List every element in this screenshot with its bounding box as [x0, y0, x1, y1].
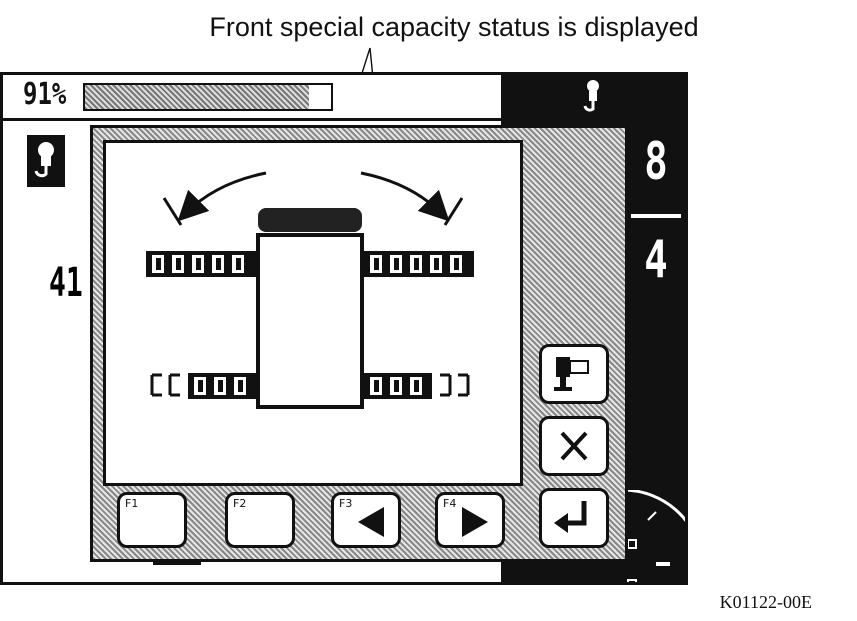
- enter-icon: [554, 501, 587, 533]
- monitor-screen: 91% 41 8 4: [0, 72, 688, 585]
- f4-key-label: F4: [443, 497, 457, 510]
- capacity-status-panel: [103, 140, 523, 486]
- left-swing-arrow: [177, 171, 267, 222]
- f2-key-label: F2: [233, 497, 247, 510]
- tab-number-lower: 4: [644, 230, 668, 290]
- outrigger-front-right: [364, 251, 474, 277]
- f3-key[interactable]: F3: [331, 492, 401, 548]
- arrow-left-icon: [358, 507, 384, 537]
- front-special-capacity-indicator: [258, 208, 362, 232]
- f1-key-label: F1: [125, 497, 139, 510]
- close-button[interactable]: [539, 416, 609, 476]
- tab-number-box: 8 4: [628, 117, 684, 317]
- main-hook-icon: [27, 135, 65, 187]
- outrigger-front-left: [146, 251, 256, 277]
- outrigger-rear-right: [364, 373, 470, 399]
- load-ratio-fill: [85, 85, 309, 109]
- angle-gauge: [622, 490, 685, 582]
- crane-outrigger-diagram: [146, 171, 474, 409]
- load-ratio-bar: [83, 83, 333, 111]
- enter-button[interactable]: [539, 488, 609, 548]
- f2-key[interactable]: F2: [225, 492, 295, 548]
- outrigger-rear-left: [150, 373, 256, 399]
- f4-key[interactable]: F4: [435, 492, 505, 548]
- annotation-caption: Front special capacity status is display…: [209, 12, 699, 42]
- special-capacity-dialog: F1 F2 F3 F4: [90, 125, 628, 562]
- hook-icon: [583, 80, 599, 112]
- close-icon: [560, 431, 588, 461]
- bottom-indicator: [153, 562, 201, 565]
- f1-key[interactable]: F1: [117, 492, 187, 548]
- load-percentage: 91%: [23, 77, 67, 112]
- figure-code: K01122-00E: [719, 592, 812, 612]
- left-value: 41: [49, 260, 83, 306]
- machine-mode-button[interactable]: [539, 344, 609, 404]
- f3-key-label: F3: [339, 497, 353, 510]
- arrow-right-icon: [462, 507, 488, 537]
- machine-icon: [554, 357, 589, 391]
- top-status-bar: 91%: [3, 75, 501, 121]
- crane-body: [256, 233, 364, 409]
- tab-number-upper: 8: [644, 132, 668, 192]
- right-swing-arrow: [360, 171, 450, 222]
